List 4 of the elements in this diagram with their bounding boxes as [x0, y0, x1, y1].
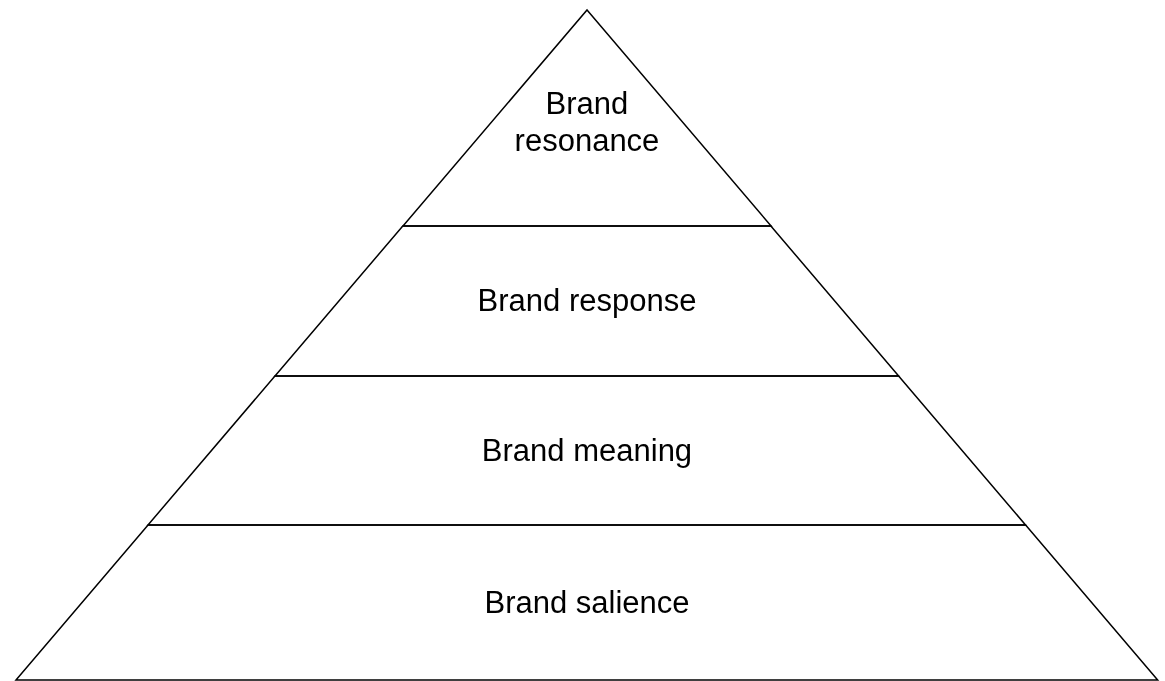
tier-label: Brand meaning [481, 432, 693, 470]
tier-label: Brand resonance [513, 84, 661, 160]
tier-label: Brand response [477, 282, 697, 320]
tier-label: Brand salience [484, 584, 690, 622]
